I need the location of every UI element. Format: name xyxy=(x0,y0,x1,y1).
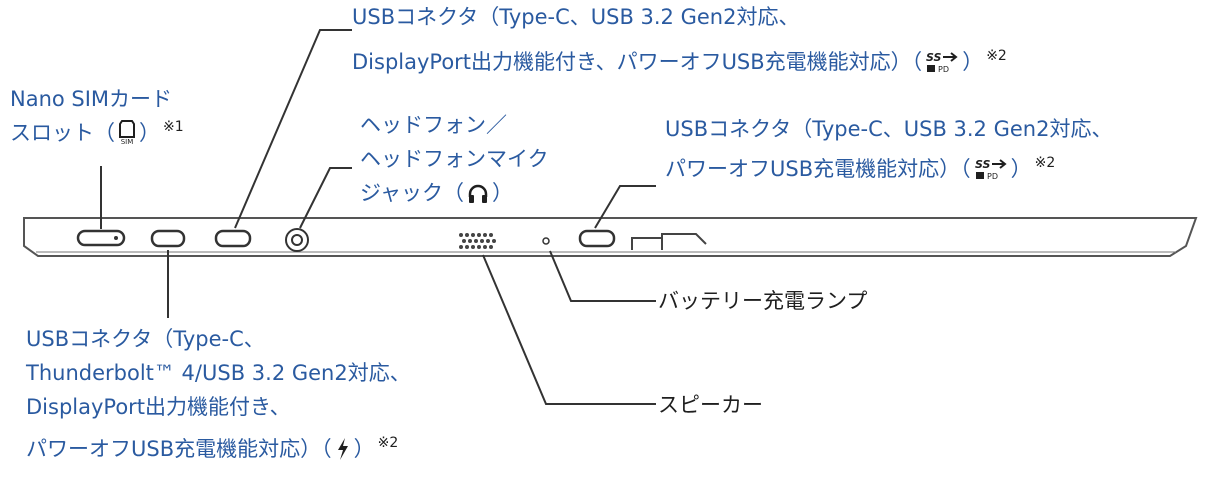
svg-text:SIM: SIM xyxy=(121,138,134,145)
thunderbolt-port xyxy=(150,229,186,248)
headphone-icon xyxy=(468,184,488,203)
sim-slot xyxy=(76,229,126,247)
svg-text:SS: SS xyxy=(975,158,991,171)
leader-lines xyxy=(100,29,656,405)
label-sim-slot: Nano SIMカード スロット（SIM）※1 xyxy=(10,87,184,145)
label-usb-c-right: USBコネクタ（Type-C、USB 3.2 Gen2対応、 パワーオフUSB充… xyxy=(665,117,1113,181)
label-usb-c-displayport: USBコネクタ（Type-C、USB 3.2 Gen2対応、 DisplayPo… xyxy=(352,5,1007,74)
usb-c-port-1 xyxy=(214,229,252,248)
leader-usb2 xyxy=(594,185,656,229)
label-speaker: スピーカー xyxy=(658,393,763,417)
leader-speaker xyxy=(482,254,656,405)
label-headphone-jack: ヘッドフォン／ ヘッドフォンマイク ジャック（） xyxy=(360,113,549,205)
thunderbolt-icon xyxy=(337,438,348,460)
sim-card-icon: SIM xyxy=(119,120,135,145)
label-thunderbolt-port: USBコネクタ（Type-C、 Thunderbolt™ 4/USB 3.2 G… xyxy=(26,327,411,461)
speaker-grille xyxy=(459,233,496,249)
battery-charge-lamp xyxy=(542,237,550,245)
sim-eject-hole xyxy=(114,236,118,240)
leader-usb1 xyxy=(234,29,352,229)
svg-text:PD: PD xyxy=(987,172,998,181)
label-battery-charge-lamp: バッテリー充電ランプ xyxy=(658,289,868,313)
svg-text:SS: SS xyxy=(926,51,942,64)
leader-headphone xyxy=(299,167,352,229)
leader-lamp xyxy=(549,250,656,302)
usb-c-port-2 xyxy=(578,229,616,248)
svg-text:PD: PD xyxy=(938,65,949,74)
